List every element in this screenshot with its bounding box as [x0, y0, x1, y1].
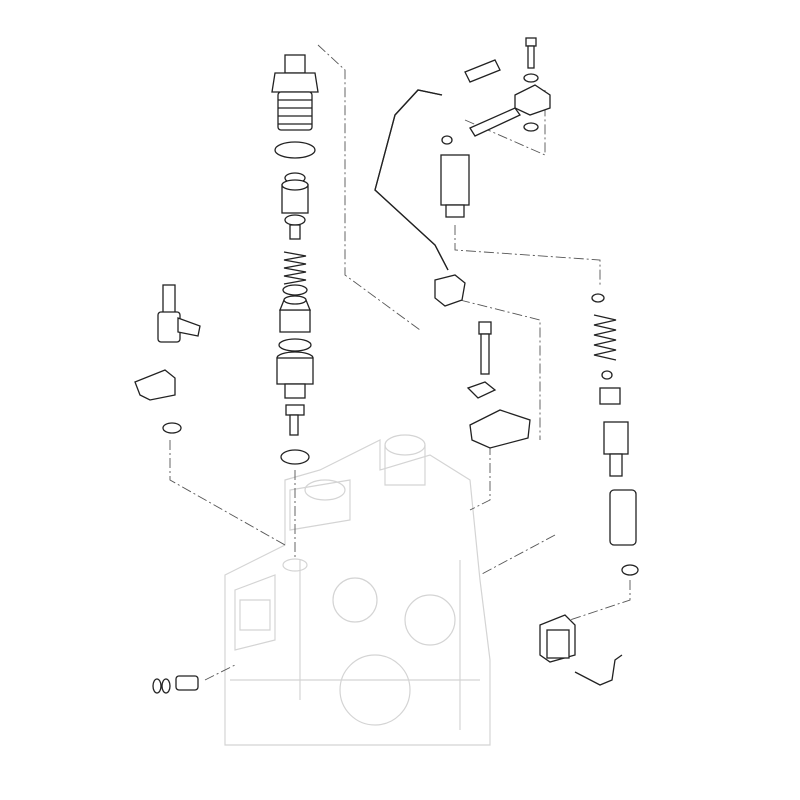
sealing-ring	[280, 449, 310, 465]
leader-lines	[169, 44, 631, 681]
delivery-valve	[284, 214, 306, 240]
engine-block	[224, 434, 491, 746]
spring	[593, 314, 617, 361]
spring-seat	[279, 295, 311, 333]
washer	[591, 293, 605, 303]
injector-nozzle-holder	[440, 154, 470, 218]
o-ring	[274, 141, 316, 159]
washer	[523, 73, 539, 83]
fuel-filter-screen	[464, 59, 501, 83]
wire-clip	[574, 654, 623, 686]
plug-and-seals	[152, 675, 199, 694]
washer	[601, 370, 613, 380]
fuel-injection-pipe	[374, 89, 466, 307]
plunger-barrel	[276, 351, 314, 399]
clamp	[466, 381, 497, 399]
solenoid-valve	[539, 614, 576, 663]
banjo-bolt	[525, 37, 537, 69]
injector-sleeve	[609, 489, 637, 546]
washer	[523, 122, 539, 132]
clamp-bolt	[478, 321, 492, 375]
bracket	[134, 369, 176, 401]
valve-holder	[281, 179, 309, 214]
injector-fitting	[271, 54, 319, 131]
o-ring	[162, 422, 182, 434]
plunger	[285, 404, 305, 436]
spring	[283, 251, 307, 285]
cap	[621, 564, 639, 576]
banjo-fitting	[469, 84, 551, 137]
spacer	[599, 387, 621, 405]
washer	[278, 338, 312, 352]
elbow-fitting	[157, 284, 201, 343]
clamp-bracket	[469, 409, 531, 449]
washer	[441, 135, 453, 145]
injector-nozzle	[603, 421, 629, 477]
washer	[282, 284, 308, 296]
